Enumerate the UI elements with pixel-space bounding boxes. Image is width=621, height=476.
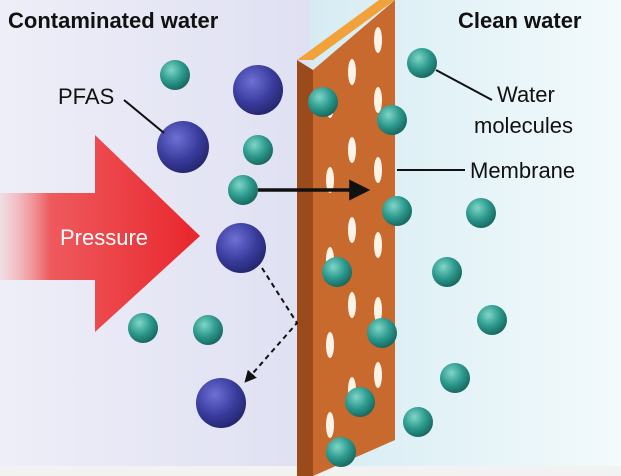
contaminated-water-title: Contaminated water (8, 8, 219, 33)
pfas-molecule (233, 65, 283, 115)
pore (348, 292, 356, 318)
pore (348, 217, 356, 243)
water-molecule (128, 313, 158, 343)
pfas-molecule (216, 223, 266, 273)
water-molecule (377, 105, 407, 135)
water-molecule (308, 87, 338, 117)
water-molecule (440, 363, 470, 393)
pore (374, 157, 382, 183)
membrane-top-edge (297, 0, 395, 60)
water-molecule (466, 198, 496, 228)
water-molecule (432, 257, 462, 287)
water-molecule (382, 196, 412, 226)
water-molecule (322, 257, 352, 287)
pore (348, 137, 356, 163)
water-molecule (243, 135, 273, 165)
membrane-side-edge (297, 60, 313, 476)
membrane-label: Membrane (470, 158, 575, 183)
water-molecule (345, 387, 375, 417)
water-molecules-label-line1: Water (497, 82, 555, 107)
clean-water-title: Clean water (458, 8, 582, 33)
pore (348, 59, 356, 85)
pfas-molecule (157, 121, 209, 173)
pfas-label: PFAS (58, 84, 114, 109)
pore (374, 362, 382, 388)
pore (374, 87, 382, 113)
pore (326, 167, 334, 193)
pfas-leader-line (123, 99, 165, 134)
pressure-label: Pressure (60, 225, 148, 250)
water-molecules-label-line2: molecules (474, 113, 573, 138)
water-leader-line (435, 69, 493, 101)
pore (374, 297, 382, 323)
pfas-molecule (196, 378, 246, 428)
flow-arrow-rejected (244, 267, 299, 383)
water-molecule (477, 305, 507, 335)
water-molecule (403, 407, 433, 437)
water-molecule (326, 437, 356, 467)
water-molecule (193, 315, 223, 345)
water-molecule (407, 48, 437, 78)
pore (374, 27, 382, 53)
pore (326, 412, 334, 438)
water-molecule (160, 60, 190, 90)
water-molecule (228, 175, 258, 205)
pressure-arrow (0, 135, 200, 332)
pore (326, 332, 334, 358)
pore (374, 232, 382, 258)
water-molecule (367, 318, 397, 348)
